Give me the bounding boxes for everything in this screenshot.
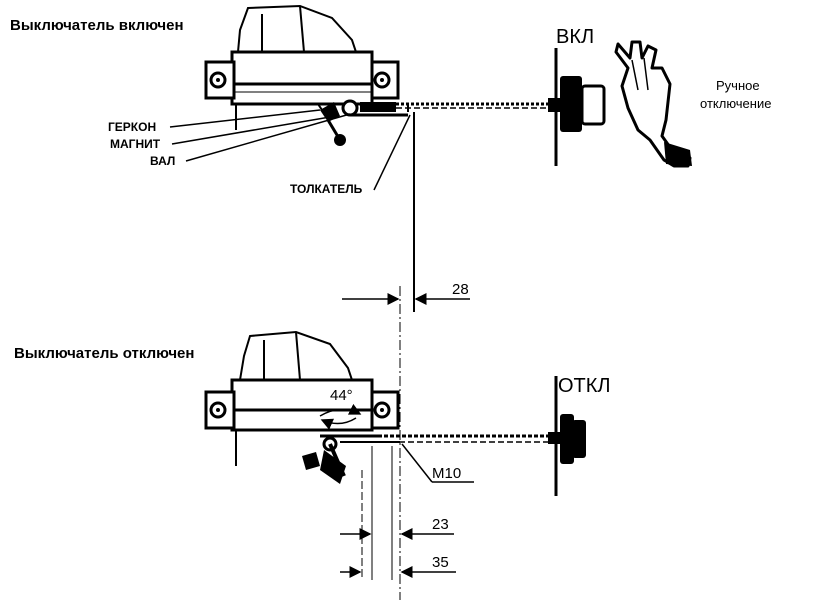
button-icon bbox=[548, 48, 606, 166]
m10-leader bbox=[401, 443, 433, 483]
callout-leaders-top bbox=[169, 109, 411, 191]
pusher-rod-top bbox=[396, 102, 548, 112]
dim-28-label: 28 bbox=[452, 281, 469, 298]
label-magnet: МАГНИТ bbox=[110, 137, 161, 151]
dim-23-label: 23 bbox=[432, 516, 449, 533]
label-manual-off-1: Ручное bbox=[716, 78, 760, 93]
label-pusher: ТОЛКАТЕЛЬ bbox=[290, 182, 363, 196]
top-state-title: Выключатель включен bbox=[10, 17, 184, 34]
label-reed-switch: ГЕРКОН bbox=[108, 120, 156, 134]
label-off: ОТКЛ bbox=[558, 375, 611, 397]
dim-35-label: 35 bbox=[432, 554, 449, 571]
label-manual-off-2: отключение bbox=[700, 96, 771, 111]
button-off-icon bbox=[548, 376, 586, 496]
pusher-rod-bottom bbox=[372, 434, 548, 443]
switch-body-top bbox=[204, 4, 408, 146]
hand-icon bbox=[614, 40, 692, 168]
label-m10: M10 bbox=[432, 465, 461, 482]
label-angle: 44° bbox=[330, 387, 353, 404]
switch-body-bottom bbox=[204, 330, 400, 484]
label-shaft: ВАЛ bbox=[150, 154, 175, 168]
bottom-state-title: Выключатель отключен bbox=[14, 345, 194, 362]
label-on: ВКЛ bbox=[556, 26, 594, 48]
